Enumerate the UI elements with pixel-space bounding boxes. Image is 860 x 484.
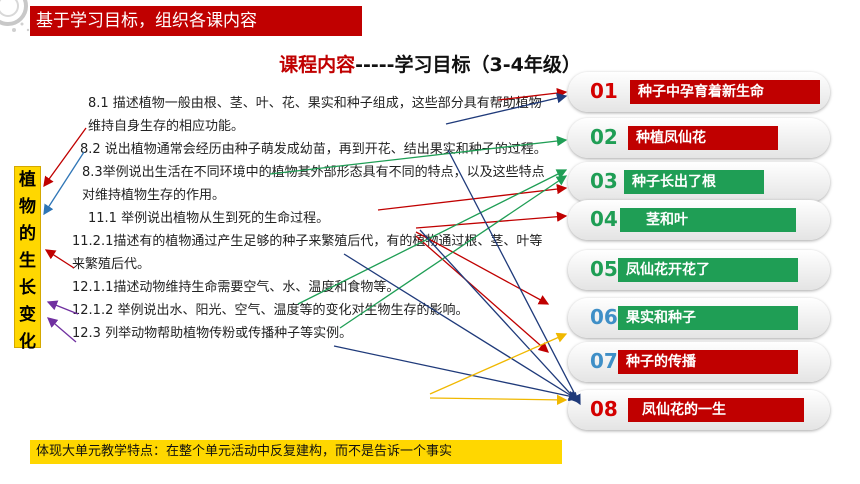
arrow-line: [47, 317, 77, 343]
arrow-line: [44, 249, 75, 269]
lesson-number: 03: [590, 169, 618, 193]
lesson-number: 02: [590, 125, 618, 149]
lesson-item-07[interactable]: 07 种子的传播: [568, 342, 830, 382]
lesson-title: 种子的传播: [618, 350, 798, 374]
lesson-item-04[interactable]: 04 茎和叶: [568, 200, 830, 240]
lesson-number: 04: [590, 207, 618, 231]
lesson-item-05[interactable]: 05 凤仙花开花了: [568, 250, 830, 290]
arrow-line: [269, 135, 568, 175]
lesson-number: 01: [590, 79, 618, 103]
arrow-line: [497, 87, 568, 101]
lesson-item-03[interactable]: 03 种子长出了根: [568, 162, 830, 202]
lesson-number: 08: [590, 397, 618, 421]
arrow-line: [429, 394, 568, 406]
lesson-item-08[interactable]: 08 凤仙花的一生: [568, 390, 830, 430]
arrow-line: [429, 332, 568, 395]
lesson-title: 凤仙花开花了: [618, 258, 798, 282]
bottom-note: 体现大单元教学特点：在整个单元活动中反复建构，而不是告诉一个事实: [30, 440, 562, 464]
side-char: 长: [19, 278, 36, 298]
lesson-item-02[interactable]: 02 种植凤仙花: [568, 118, 830, 158]
arrow-line: [419, 229, 579, 403]
arrow-line: [415, 231, 550, 305]
side-char: 植: [19, 170, 36, 190]
arrow-line: [297, 169, 568, 305]
goal-8-1: 8.1 描述植物一般由根、茎、叶、花、果实和种子组成，这些部分具有帮助植物维持自…: [88, 96, 542, 134]
side-char: 的: [19, 224, 36, 244]
lesson-number: 06: [590, 305, 618, 329]
arrow-line: [343, 253, 580, 401]
corner-decoration: [0, 0, 30, 32]
arrow-line: [415, 211, 568, 229]
side-char: 变: [19, 305, 36, 325]
lesson-item-01[interactable]: 01 种子中孕育着新生命: [568, 72, 830, 112]
arrow-line: [43, 151, 85, 216]
goal-11-1: 11.1 举例说出植物从生到死的生命过程。: [88, 211, 330, 226]
page-title-part1: 课程内容: [279, 54, 356, 76]
goal-8-2: 8.2 说出植物通常会经历由种子萌发成幼苗，再到开花、结出果实和种子的过程。: [80, 142, 547, 157]
arrow-line: [339, 175, 568, 329]
arrow-line: [415, 235, 549, 353]
arrow-line: [377, 183, 568, 211]
goal-11-2-1: 11.2.1描述有的植物通过产生足够的种子来繁殖后代，有的植物通过根、茎、叶等来…: [72, 234, 543, 272]
page-title: 课程内容-----学习目标（3-4年级）: [0, 50, 860, 77]
goal-12-1-2: 12.1.2 举例说出水、阳光、空气、温度等的变化对生物生存的影响。: [72, 303, 469, 318]
lesson-title: 凤仙花的一生: [628, 398, 804, 422]
goal-8-3: 8.3举例说出生活在不同环境中的植物其外部形态具有不同的特点，以及这些特点对维持…: [82, 165, 545, 203]
page-title-part2: -----学习目标（3-4年级）: [355, 54, 581, 76]
header-title: 基于学习目标，组织各课内容: [30, 6, 362, 36]
arrow-line: [46, 300, 79, 315]
side-topic-label: 植 物 的 生 长 变 化: [14, 166, 41, 352]
goal-12-3: 12.3 列举动物帮助植物传粉或传播种子等实例。: [72, 326, 353, 341]
lesson-number: 05: [590, 257, 618, 281]
side-char: 生: [19, 251, 36, 271]
lesson-title: 种子长出了根: [624, 170, 764, 194]
lesson-title: 果实和种子: [618, 306, 798, 330]
lesson-title: 种子中孕育着新生命: [630, 80, 820, 104]
learning-goals-list: 8.1 描述植物一般由根、茎、叶、花、果实和种子组成，这些部分具有帮助植物维持自…: [72, 92, 550, 345]
lesson-number: 07: [590, 349, 618, 373]
arrow-line: [333, 345, 580, 402]
goal-12-1-1: 12.1.1描述动物维持生命需要空气、水、温度和食物等。: [72, 280, 400, 295]
lesson-title: 种植凤仙花: [628, 126, 778, 150]
arrow-line: [447, 149, 581, 406]
lesson-title: 茎和叶: [620, 208, 796, 232]
arrow-line: [445, 93, 568, 125]
arrow-line: [43, 127, 87, 188]
side-char: 物: [19, 197, 36, 217]
lesson-item-06[interactable]: 06 果实和种子: [568, 298, 830, 338]
side-char: 化: [19, 332, 36, 352]
